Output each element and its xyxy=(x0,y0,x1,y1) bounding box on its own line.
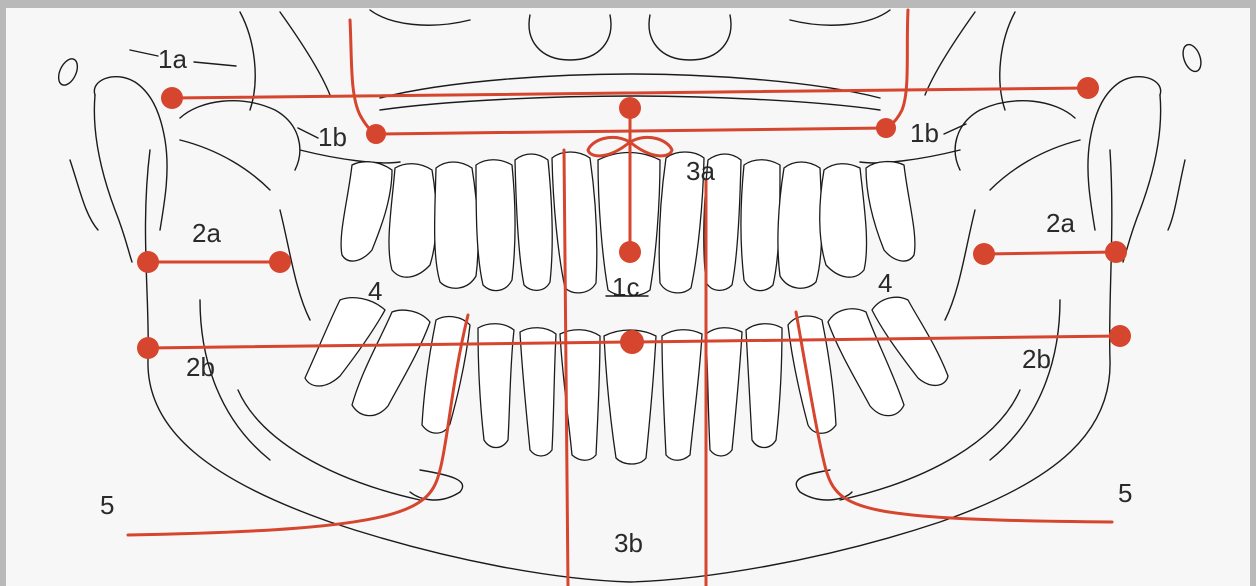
upper-tooth xyxy=(741,160,780,291)
point-1a-right xyxy=(1077,77,1099,99)
upper-tooth xyxy=(778,162,822,288)
label-5-left: 5 xyxy=(100,490,114,520)
point-2a-left-inner xyxy=(269,251,291,273)
point-2b-left xyxy=(137,337,159,359)
upper-tooth xyxy=(476,160,515,291)
label-2a-left: 2a xyxy=(192,218,221,248)
label-5-right: 5 xyxy=(1118,478,1132,508)
label-4-left: 4 xyxy=(368,276,382,306)
point-2b-center xyxy=(620,330,644,354)
point-1c-top xyxy=(619,97,641,119)
label-2b-left: 2b xyxy=(186,352,215,382)
point-2a-right-inner xyxy=(973,243,995,265)
label-2a-right: 2a xyxy=(1046,208,1075,238)
point-1b-left xyxy=(366,124,386,144)
upper-tooth xyxy=(389,164,436,277)
point-2b-right xyxy=(1109,325,1131,347)
line-2a-right xyxy=(984,252,1116,254)
label-1c: 1c xyxy=(612,272,639,302)
label-3b: 3b xyxy=(614,528,643,558)
label-1a: 1a xyxy=(158,44,187,74)
upper-tooth xyxy=(435,162,478,288)
label-4-right: 4 xyxy=(878,268,892,298)
label-3a: 3a xyxy=(686,156,715,186)
lower-tooth xyxy=(746,324,782,448)
point-2a-left-outer xyxy=(137,251,159,273)
upper-tooth xyxy=(820,164,867,277)
label-1b-right: 1b xyxy=(910,118,939,148)
point-2a-right-outer xyxy=(1105,241,1127,263)
point-1a-left xyxy=(161,87,183,109)
label-1b-left: 1b xyxy=(318,122,347,152)
point-1c-bottom xyxy=(619,241,641,263)
point-1b-right xyxy=(876,118,896,138)
label-2b-right: 2b xyxy=(1022,344,1051,374)
